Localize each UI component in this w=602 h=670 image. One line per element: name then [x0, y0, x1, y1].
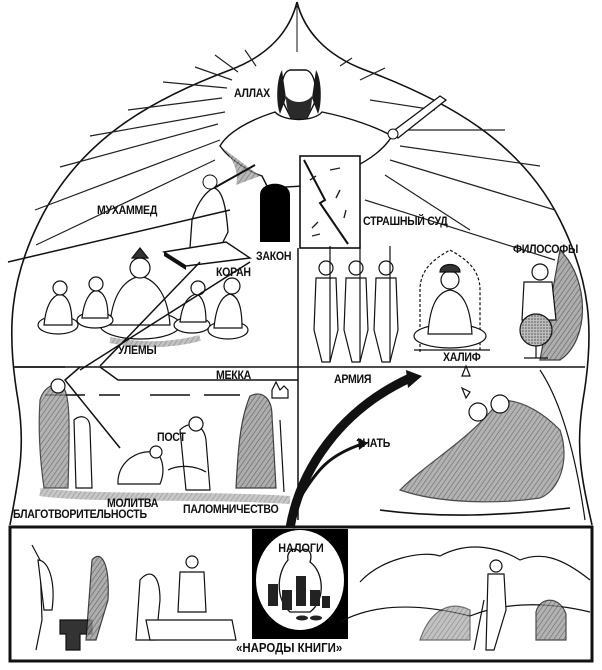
nobility-scene	[379, 364, 586, 521]
rays	[34, 49, 556, 261]
label-people-of-book: «НАРОДЫ КНИГИ»	[236, 640, 343, 655]
label-pilgrimage: ПАЛОМНИЧЕСТВО	[183, 502, 279, 516]
prayer-figure	[117, 445, 164, 485]
pilgrim-figure	[235, 380, 289, 493]
tax-medallion	[252, 529, 348, 639]
label-philosophers: ФИЛОСОФЫ	[513, 242, 579, 256]
fasting-figure	[167, 416, 211, 491]
prophet-figure	[162, 164, 256, 270]
label-muhammad: МУХАММЕД	[97, 203, 158, 217]
label-prayer: МОЛИТВА	[107, 496, 159, 510]
tax-flow-arrow	[285, 370, 422, 529]
label-mecca: МЕККА	[216, 368, 252, 382]
label-quran: КОРАН	[216, 265, 251, 279]
label-army: АРМИЯ	[334, 372, 372, 386]
craftsmen-scene	[31, 544, 237, 651]
ulema-group	[37, 247, 249, 340]
philosopher-figure	[519, 248, 584, 361]
charity-figures	[38, 378, 93, 489]
army-group	[313, 246, 399, 363]
caliph-figure	[413, 249, 490, 352]
peasants-scene	[339, 546, 591, 651]
label-taxes: НАЛОГИ	[278, 541, 324, 555]
label-law: ЗАКОН	[256, 249, 292, 263]
label-fasting: ПОСТ	[157, 430, 186, 444]
judgment-panel	[299, 155, 361, 249]
label-nobility: ЗНАТЬ	[356, 436, 391, 450]
label-allah: АЛЛАХ	[234, 86, 270, 100]
label-ulema: УЛЕМЫ	[118, 343, 157, 357]
law-tablet	[260, 183, 290, 242]
dome-outline	[9, 1, 593, 526]
label-charity: БЛАГОТВОРИТЕЛЬНОСТЬ	[13, 507, 147, 521]
label-last-judgment: СТРАШНЫЙ СУД	[363, 214, 448, 228]
label-caliph: ХАЛИФ	[443, 350, 481, 364]
tier-lines	[7, 209, 594, 663]
